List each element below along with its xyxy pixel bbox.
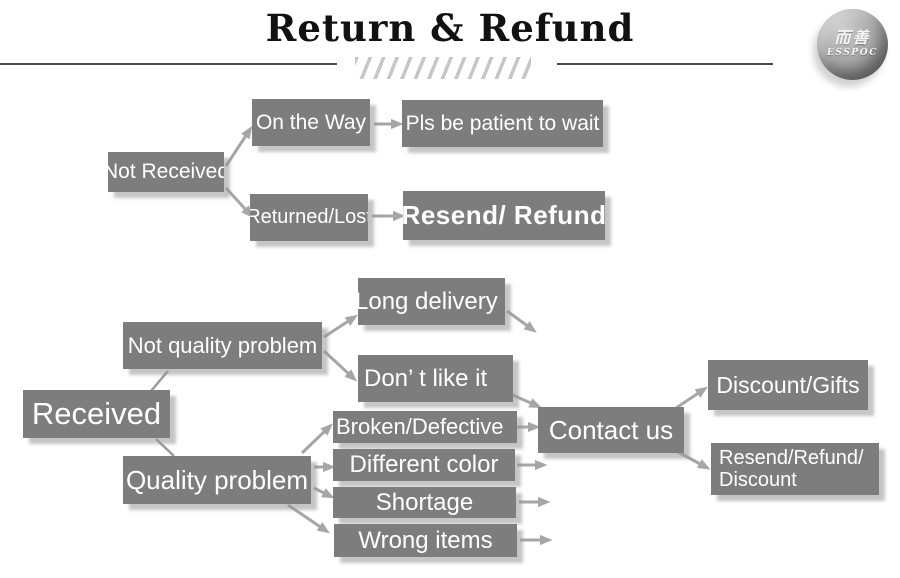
edge-not-quality-to-dont-like-it [322, 349, 358, 382]
edge-received-to-quality-problem [155, 438, 175, 457]
header-hatch-decoration [355, 57, 531, 79]
flow-node-received: Received [23, 390, 170, 438]
edge-not-received-to-returned-lost [224, 186, 254, 219]
brand-logo-name: ESSPOC [826, 47, 879, 58]
flow-node-discount-gifts: Discount/Gifts [708, 360, 868, 410]
edge-quality-to-broken-defective [300, 423, 333, 455]
flow-node-quality-problem: Quality problem [123, 456, 311, 504]
edge-received-to-not-quality-problem [150, 370, 169, 392]
flow-node-shortage: Shortage [333, 487, 516, 518]
flow-node-resend-refund: Resend/ Refund [403, 191, 605, 240]
edge-not-quality-to-long-delivery [323, 314, 359, 339]
flow-node-returned-lost: Returned/Lost [250, 194, 368, 241]
edge-not-received-to-on-the-way [224, 125, 253, 167]
edge-quality-to-wrong-items [287, 503, 330, 534]
flow-node-broken-defective: Broken/Defective [333, 411, 517, 443]
flow-node-resend-refund-discount: Resend/Refund/ Discount [711, 443, 879, 495]
flow-node-long-delivery: Long delivery [358, 278, 505, 325]
page-title: Return & Refund [265, 6, 635, 50]
brand-logo: 而善 ESSPOC [817, 9, 888, 80]
header-rule-left [0, 63, 337, 65]
flow-node-dont-like-it: Don’ t like it [358, 355, 513, 402]
flow-node-pls-be-patient: Pls be patient to wait [402, 100, 603, 147]
edge-quality-to-shortage [313, 486, 335, 499]
header-rule-right [557, 63, 773, 65]
flow-node-different-color: Different color [333, 449, 515, 481]
edge-long-delivery-out [506, 309, 537, 333]
brand-logo-chinese: 而善 [834, 28, 871, 48]
flow-node-on-the-way: On the Way [252, 99, 370, 146]
flow-node-not-quality-problem: Not quality problem [123, 322, 322, 369]
flow-node-contact-us: Contact us [538, 407, 684, 453]
flow-node-not-received: Not Received [108, 152, 224, 192]
flow-node-wrong-items: Wrong items [334, 524, 517, 557]
